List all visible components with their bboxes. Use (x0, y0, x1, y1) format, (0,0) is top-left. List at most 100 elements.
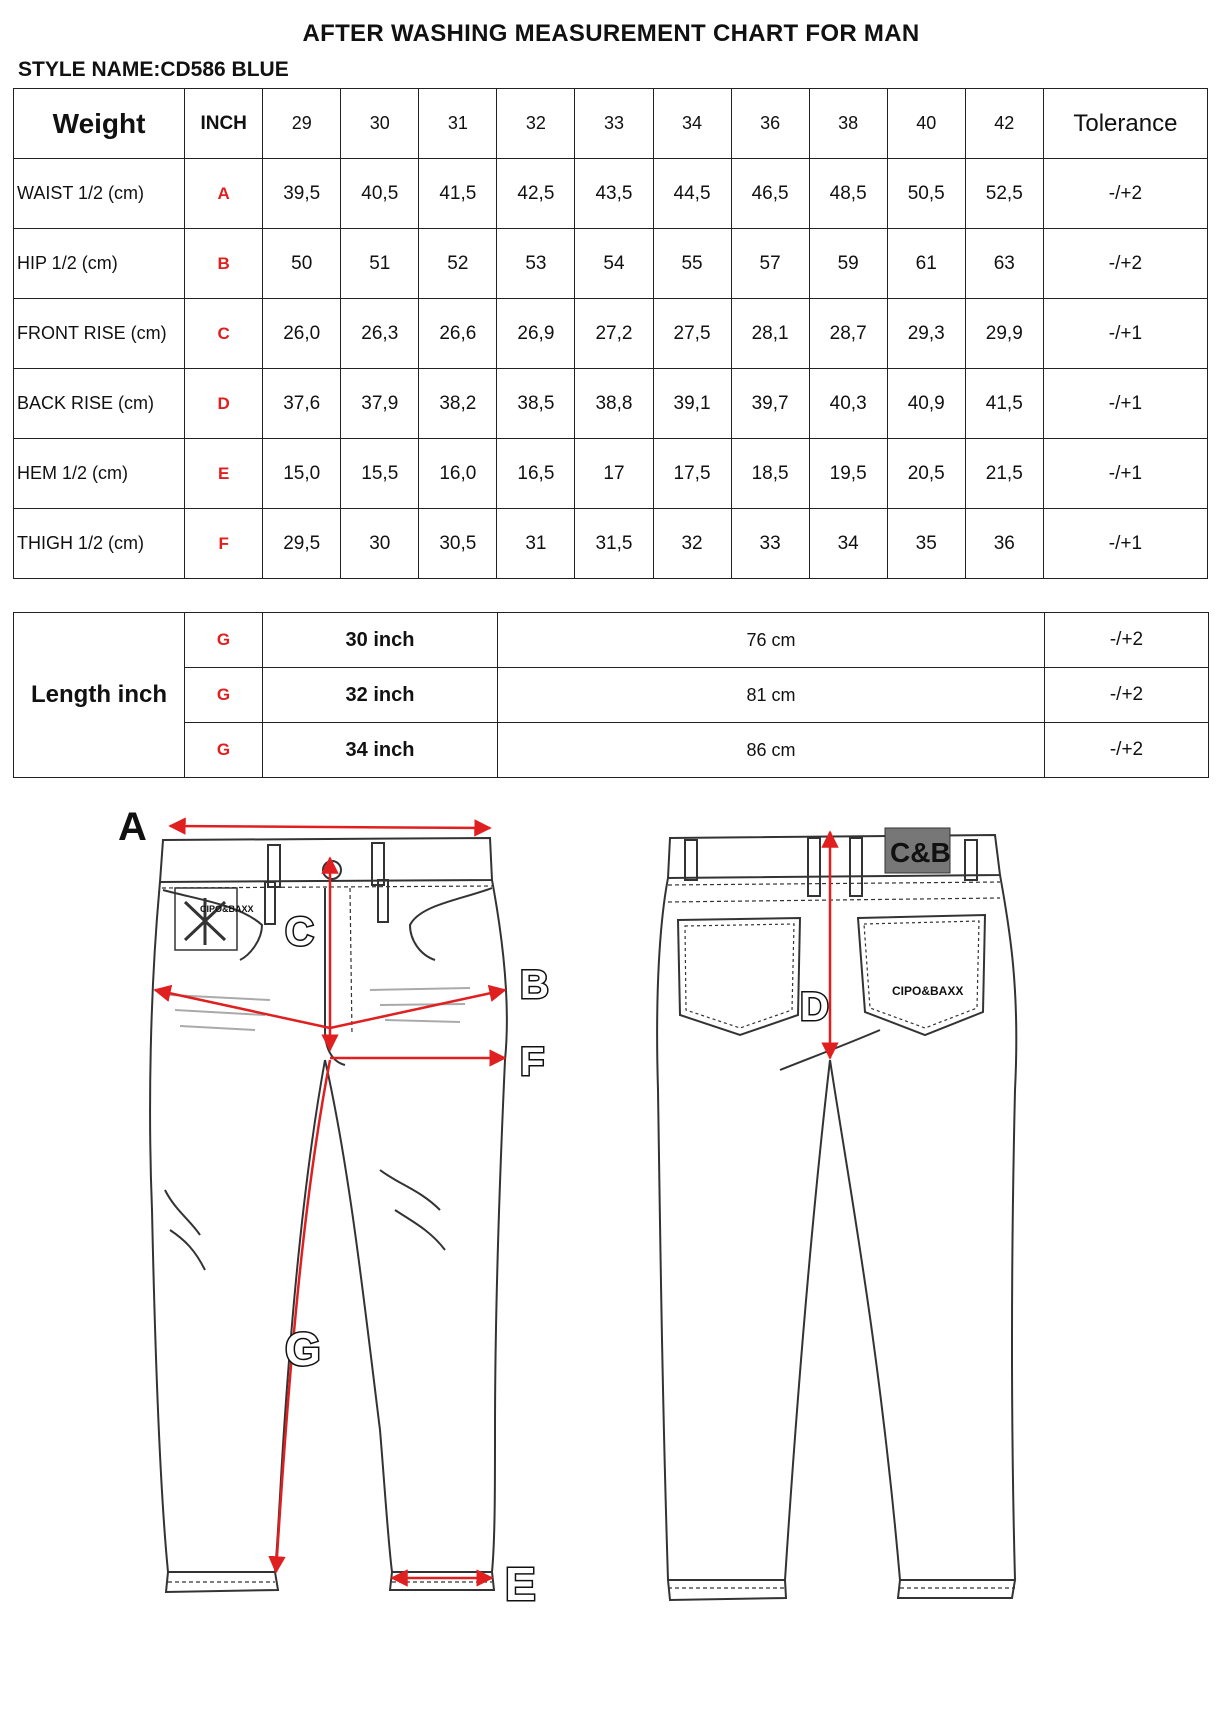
back-brand-patch-text: C&B (890, 837, 951, 868)
length-cm: 86 cm (497, 722, 1045, 778)
row-value: 44,5 (652, 158, 732, 229)
row-value: 15,5 (340, 438, 420, 509)
row-value: 18,5 (730, 438, 810, 509)
front-jeans-drawing (149, 836, 508, 1594)
row-value: 35 (886, 508, 966, 579)
length-cm: 76 cm (497, 612, 1045, 668)
row-code: C (184, 298, 264, 369)
header-size-30: 30 (340, 88, 420, 159)
header-weight: Weight (12, 88, 186, 159)
row-value: 29,3 (886, 298, 966, 369)
back-pocket-label: CIPO&BAXX (892, 984, 963, 998)
marker-g: G (285, 1323, 321, 1375)
measure-line-b-right (329, 984, 507, 1030)
length-title: Length inch (13, 612, 185, 778)
row-value: 38,5 (496, 368, 576, 439)
back-brand-patch (884, 827, 951, 874)
row-value: 48,5 (808, 158, 888, 229)
row-code: F (184, 508, 264, 579)
back-jeans-drawing (656, 833, 1018, 1602)
row-value: 54 (574, 228, 654, 299)
length-code: G (184, 667, 263, 723)
row-value: 50,5 (886, 158, 966, 229)
row-code: A (184, 158, 264, 229)
row-value: 55 (652, 228, 732, 299)
row-value: 16,5 (496, 438, 576, 509)
length-inch: 34 inch (262, 722, 498, 778)
row-label: HIP 1/2 (cm) (12, 228, 186, 299)
header-size-36: 36 (730, 88, 810, 159)
row-value: 61 (886, 228, 966, 299)
marker-c: C (285, 910, 314, 954)
length-inch: 30 inch (262, 612, 498, 668)
row-value: 17 (574, 438, 654, 509)
row-value: 36 (964, 508, 1044, 579)
row-value: 30 (340, 508, 420, 579)
row-value: 37,9 (340, 368, 420, 439)
length-code: G (184, 612, 263, 668)
row-value: 40,5 (340, 158, 420, 229)
row-value: 31 (496, 508, 576, 579)
header-size-33: 33 (574, 88, 654, 159)
marker-e: E (505, 1558, 536, 1610)
length-cm: 81 cm (497, 667, 1045, 723)
front-measure-lines (153, 817, 507, 1587)
row-tolerance: -/+1 (1042, 298, 1209, 369)
header-size-40: 40 (886, 88, 966, 159)
row-value: 16,0 (418, 438, 498, 509)
row-value: 28,7 (808, 298, 888, 369)
header-tolerance: Tolerance (1042, 88, 1209, 159)
row-value: 19,5 (808, 438, 888, 509)
row-label: THIGH 1/2 (cm) (12, 508, 186, 579)
length-tolerance: -/+2 (1044, 722, 1209, 778)
row-code: D (184, 368, 264, 439)
row-value: 39,1 (652, 368, 732, 439)
row-value: 42,5 (496, 158, 576, 229)
jeans-measurement-diagram: CIPO&BAXX A C B F G E (118, 805, 1018, 1610)
row-value: 27,5 (652, 298, 732, 369)
row-code: E (184, 438, 264, 509)
row-tolerance: -/+2 (1042, 158, 1209, 229)
length-code: G (184, 722, 263, 778)
length-tolerance: -/+2 (1044, 667, 1209, 723)
row-value: 43,5 (574, 158, 654, 229)
length-tolerance: -/+2 (1044, 612, 1209, 668)
row-value: 17,5 (652, 438, 732, 509)
row-value: 15,0 (262, 438, 342, 509)
header-size-42: 42 (964, 88, 1044, 159)
row-value: 26,6 (418, 298, 498, 369)
row-value: 29,9 (964, 298, 1044, 369)
row-value: 57 (730, 228, 810, 299)
marker-a: A (118, 805, 147, 849)
row-value: 52 (418, 228, 498, 299)
header-size-32: 32 (496, 88, 576, 159)
header-size-34: 34 (652, 88, 732, 159)
row-label: FRONT RISE (cm) (12, 298, 186, 369)
row-value: 38,8 (574, 368, 654, 439)
row-value: 39,5 (262, 158, 342, 229)
row-value: 21,5 (964, 438, 1044, 509)
row-tolerance: -/+2 (1042, 228, 1209, 299)
row-value: 29,5 (262, 508, 342, 579)
row-value: 33 (730, 508, 810, 579)
row-value: 63 (964, 228, 1044, 299)
row-tolerance: -/+1 (1042, 438, 1209, 509)
row-value: 50 (262, 228, 342, 299)
row-value: 51 (340, 228, 420, 299)
header-inch: INCH (184, 88, 264, 159)
row-value: 39,7 (730, 368, 810, 439)
row-value: 30,5 (418, 508, 498, 579)
measure-line-b-left (153, 984, 331, 1030)
header-size-29: 29 (262, 88, 342, 159)
